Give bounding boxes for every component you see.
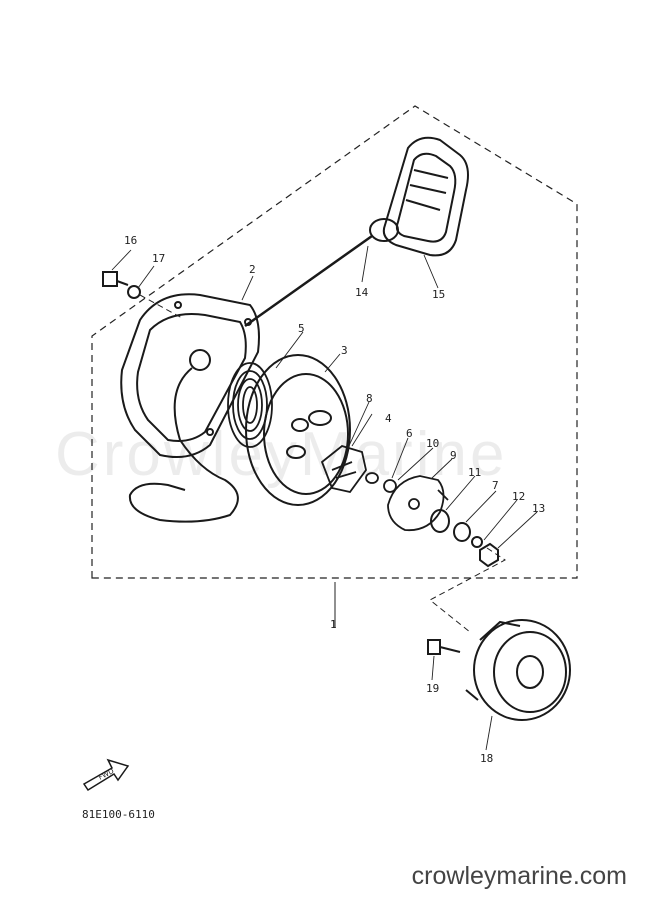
cup-bolt (427, 639, 461, 655)
callout-4: 4 (385, 412, 392, 425)
callout-leaders (111, 245, 538, 751)
cable (128, 367, 239, 523)
callout-18: 18 (480, 752, 493, 765)
callout-8: 8 (366, 392, 373, 405)
watermark: CrowleyMarine (55, 420, 507, 489)
diagram-code: 81E100-6110 (82, 808, 155, 821)
small-fasteners (430, 509, 499, 568)
callout-17: 17 (152, 252, 165, 265)
callout-3: 3 (341, 344, 348, 357)
site-watermark: crowleymarine.com (411, 862, 627, 890)
sheave-drum (245, 354, 351, 506)
callout-6: 6 (406, 427, 413, 440)
assembly-boundary (91, 105, 578, 579)
callout-16: 16 (124, 234, 137, 247)
callout-7: 7 (492, 479, 499, 492)
dashed-leaders (139, 294, 506, 633)
recoil-spring (227, 362, 273, 448)
callout-14: 14 (355, 286, 369, 299)
callout-2: 2 (249, 263, 256, 276)
drive-plate (387, 475, 449, 532)
starter-handle (369, 136, 469, 257)
starter-housing (120, 293, 260, 458)
callout-5: 5 (298, 322, 305, 335)
callout-19: 19 (426, 682, 439, 695)
callout-9: 9 (450, 449, 457, 462)
pin-and-washer (365, 472, 397, 493)
callout-12: 12 (512, 490, 525, 503)
starter-cup (465, 619, 571, 721)
starter-rope (244, 234, 373, 328)
fwd-arrow-icon: FWD (82, 758, 130, 792)
bolt-and-washer (102, 271, 141, 299)
callout-13: 13 (532, 502, 545, 515)
callout-1: 1 (330, 618, 337, 631)
ratchet (320, 445, 367, 494)
callout-15: 15 (432, 288, 445, 301)
callout-11: 11 (468, 466, 481, 479)
callout-10: 10 (426, 437, 439, 450)
